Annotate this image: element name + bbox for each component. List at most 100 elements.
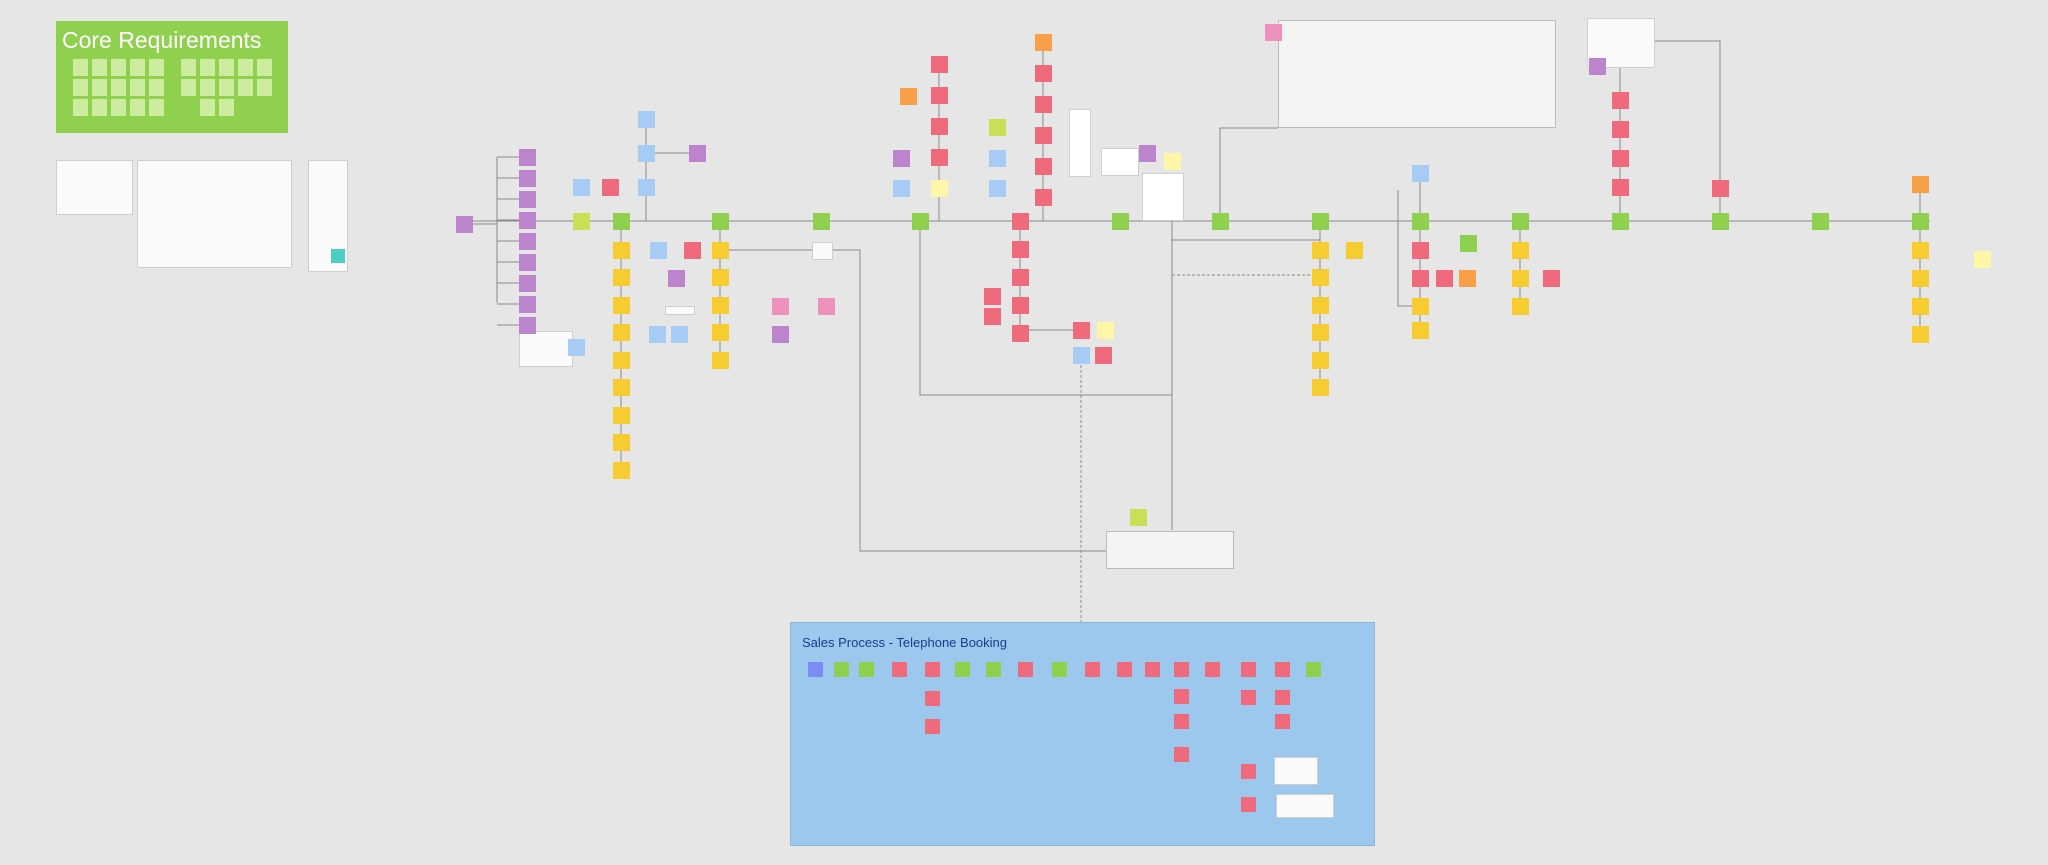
note-sticky-blue[interactable] [637, 110, 655, 128]
core-requirement-sticky[interactable] [238, 79, 253, 96]
text-note-card-2[interactable] [665, 306, 695, 315]
core-requirement-sticky[interactable] [149, 79, 164, 96]
pain-point-sticky[interactable] [1435, 269, 1453, 287]
small-document-left[interactable] [519, 331, 573, 367]
sales-pain-sticky[interactable] [1240, 796, 1256, 812]
step-detail-sticky[interactable] [612, 269, 630, 286]
sales-pain-sticky[interactable] [1274, 689, 1290, 705]
pain-point-sticky[interactable] [1034, 95, 1052, 113]
persona-detail-sticky[interactable] [518, 274, 536, 292]
timeline-milestone-sticky[interactable] [1411, 212, 1429, 230]
timeline-milestone-sticky[interactable] [1511, 212, 1529, 230]
sales-step-sticky[interactable] [858, 661, 874, 677]
step-detail-sticky[interactable] [1345, 241, 1363, 259]
timeline-milestone-sticky[interactable] [812, 212, 830, 230]
sales-pain-sticky[interactable] [924, 690, 940, 706]
note-sticky-purple[interactable] [892, 149, 910, 167]
step-detail-sticky[interactable] [612, 324, 630, 341]
sales-step-sticky[interactable] [1051, 661, 1067, 677]
pain-point-sticky[interactable] [930, 55, 948, 73]
sales-step-sticky[interactable] [833, 661, 849, 677]
persona-detail-sticky[interactable] [518, 295, 536, 313]
step-detail-sticky[interactable] [1911, 325, 1929, 343]
pain-point-sticky[interactable] [1611, 149, 1629, 167]
pain-point-sticky[interactable] [930, 148, 948, 166]
note-sticky-blue[interactable] [1411, 164, 1429, 182]
note-sticky-blue[interactable] [648, 325, 666, 343]
step-detail-sticky[interactable] [711, 241, 729, 259]
timeline-milestone-sticky[interactable] [1311, 212, 1329, 230]
pain-point-sticky[interactable] [1711, 179, 1729, 197]
pain-point-sticky[interactable] [1072, 321, 1090, 339]
step-detail-sticky[interactable] [1411, 297, 1429, 315]
core-requirement-sticky[interactable] [149, 99, 164, 116]
sales-note-card-1[interactable] [1274, 757, 1318, 785]
requirements-document-1[interactable] [56, 160, 133, 215]
persona-detail-sticky[interactable] [518, 148, 536, 166]
timeline-milestone-sticky[interactable] [612, 212, 630, 230]
sales-pain-sticky[interactable] [1240, 689, 1256, 705]
core-requirement-sticky[interactable] [181, 79, 196, 96]
pain-point-sticky[interactable] [683, 241, 701, 259]
step-detail-sticky[interactable] [1511, 241, 1529, 259]
pain-point-sticky[interactable] [983, 287, 1001, 305]
pain-point-sticky[interactable] [930, 86, 948, 104]
pain-point-sticky[interactable] [1542, 269, 1560, 287]
sales-step-sticky[interactable] [1204, 661, 1220, 677]
step-detail-sticky[interactable] [612, 351, 630, 369]
core-requirement-sticky[interactable] [200, 59, 215, 76]
note-sticky-orange[interactable] [1458, 269, 1476, 287]
pain-point-sticky[interactable] [601, 178, 619, 196]
pain-point-sticky[interactable] [983, 307, 1001, 325]
core-requirement-sticky[interactable] [111, 99, 126, 116]
core-requirement-sticky[interactable] [219, 99, 234, 116]
pain-point-sticky[interactable] [1034, 188, 1052, 206]
timeline-milestone-sticky[interactable] [1811, 212, 1829, 230]
step-detail-sticky[interactable] [711, 324, 729, 341]
timeline-milestone-sticky[interactable] [1611, 212, 1629, 230]
note-sticky-blue[interactable] [637, 178, 655, 196]
note-sticky-light-yellow[interactable] [1163, 152, 1181, 170]
pain-point-sticky[interactable] [1094, 346, 1112, 364]
pain-point-sticky[interactable] [1011, 296, 1029, 314]
core-requirement-sticky[interactable] [219, 59, 234, 76]
pain-point-sticky[interactable] [1011, 268, 1029, 286]
note-sticky-pink[interactable] [817, 297, 835, 315]
sales-step-sticky[interactable] [924, 661, 940, 677]
pain-point-sticky[interactable] [1411, 241, 1429, 259]
step-detail-sticky[interactable] [612, 406, 630, 424]
note-sticky-blue[interactable] [637, 144, 655, 162]
note-sticky-blue[interactable] [988, 149, 1006, 167]
spreadsheet-large[interactable] [1278, 20, 1556, 128]
pain-point-sticky[interactable] [1034, 126, 1052, 144]
sales-step-sticky[interactable] [1274, 661, 1290, 677]
note-sticky-pink[interactable] [1264, 23, 1282, 41]
note-sticky-blue[interactable] [572, 178, 590, 196]
note-sticky-pink[interactable] [771, 297, 789, 315]
core-requirement-sticky[interactable] [181, 59, 196, 76]
core-requirement-sticky[interactable] [200, 79, 215, 96]
core-requirement-sticky[interactable] [130, 99, 145, 116]
core-requirement-sticky[interactable] [111, 59, 126, 76]
note-sticky-light-yellow[interactable] [930, 179, 948, 197]
note-sticky-purple[interactable] [667, 269, 685, 287]
sales-pain-sticky[interactable] [1173, 688, 1189, 704]
core-requirement-sticky[interactable] [111, 79, 126, 96]
pain-point-sticky[interactable] [1011, 240, 1029, 258]
step-detail-sticky[interactable] [1311, 269, 1329, 286]
sales-step-sticky[interactable] [891, 661, 907, 677]
step-detail-sticky[interactable] [1911, 297, 1929, 315]
step-detail-sticky[interactable] [1311, 351, 1329, 369]
sales-pain-sticky[interactable] [1173, 713, 1189, 729]
step-detail-sticky[interactable] [612, 296, 630, 314]
pain-point-sticky[interactable] [1034, 157, 1052, 175]
note-sticky-lime[interactable] [988, 118, 1006, 136]
note-sticky-orange[interactable] [1034, 33, 1052, 51]
core-requirement-sticky[interactable] [73, 59, 88, 76]
step-detail-sticky[interactable] [612, 379, 630, 396]
requirements-document-2[interactable] [137, 160, 292, 268]
timeline-milestone-sticky[interactable] [1711, 212, 1729, 230]
core-requirement-sticky[interactable] [92, 99, 107, 116]
note-sticky-blue[interactable] [649, 241, 667, 259]
